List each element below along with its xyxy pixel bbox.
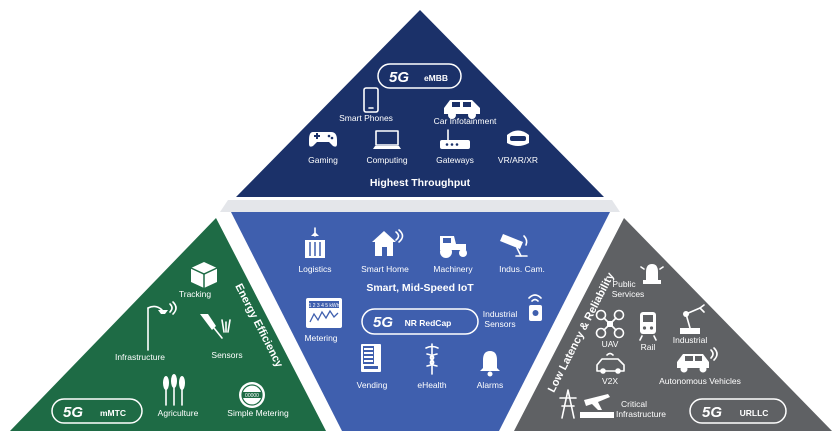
industrial-sensor-icon <box>528 294 542 321</box>
gateways-label: Gateways <box>436 155 474 165</box>
router-icon <box>440 129 470 149</box>
backdrop-shadow <box>220 200 620 212</box>
alarm-bell-icon <box>480 351 500 377</box>
iot-trapezoid <box>231 212 610 431</box>
autonomous-vehicles-label: Autonomous Vehicles <box>659 376 741 386</box>
indus-cam-label: Indus. Cam. <box>499 264 545 274</box>
urllc-badge: 5G URLLC <box>689 398 787 424</box>
logistics-label: Logistics <box>298 264 331 274</box>
nr-redcap-badge-label: NR RedCap <box>405 318 452 328</box>
industrial-sensors-label-1: Industrial <box>483 309 518 319</box>
critical-infrastructure-label-2: Infrastructure <box>616 409 666 419</box>
smart-meter-icon: 1 2 3 4 5 kWh <box>306 298 342 328</box>
embb-caption: Highest Throughput <box>370 177 471 189</box>
car-infotainment-label: Car Infotainment <box>434 116 497 126</box>
infrastructure-label: Infrastructure <box>115 352 165 362</box>
sensors-label: Sensors <box>211 350 242 360</box>
embb-section: 5G eMBB Smart Phones Car Infotainment Ga… <box>236 10 604 197</box>
vr-headset-icon <box>507 130 529 146</box>
gaming-label: Gaming <box>308 155 338 165</box>
alarms-label: Alarms <box>477 380 503 390</box>
siren-icon <box>640 264 664 284</box>
street-light-icon <box>147 301 177 351</box>
laptop-icon <box>373 130 401 149</box>
uav-label: UAV <box>602 339 619 349</box>
gamepad-icon <box>309 132 337 147</box>
computing-label: Computing <box>366 155 407 165</box>
smartphone-icon <box>363 87 379 113</box>
mmtc-badge-5g: 5G <box>63 404 83 421</box>
machinery-label: Machinery <box>433 264 473 274</box>
embb-badge-5g: 5G <box>389 69 409 86</box>
urllc-badge-label: URLLC <box>740 408 769 418</box>
caduceus-icon <box>425 343 439 375</box>
smart-home-label: Smart Home <box>361 264 409 274</box>
mmtc-badge-label: mMTC <box>100 408 126 418</box>
robot-arm-icon <box>680 304 705 334</box>
simple-metering-label: Simple Metering <box>227 408 289 418</box>
mmtc-triangle <box>10 218 326 431</box>
critical-infrastructure-label-1: Critical <box>621 399 647 409</box>
urllc-triangle <box>514 218 832 431</box>
public-services-label-2: Services <box>612 289 645 299</box>
critical-infrastructure-icon <box>559 389 614 419</box>
rail-label: Rail <box>641 342 656 352</box>
iot-section: Logistics Smart Home Machinery Indus. Ca… <box>231 212 610 431</box>
wheat-icon <box>163 374 185 406</box>
embb-triangle <box>236 10 604 197</box>
mmtc-badge: 5G mMTC <box>51 398 143 424</box>
vr-ar-xr-label: VR/AR/XR <box>498 155 538 165</box>
tractor-icon <box>440 236 467 258</box>
soil-sensor-icon <box>200 314 231 339</box>
ehealth-label: eHealth <box>417 380 447 390</box>
industrial-sensors-label-2: Sensors <box>484 319 515 329</box>
round-meter-icon: 00000 <box>239 382 265 408</box>
public-services-label-1: Public <box>612 279 636 289</box>
drone-icon <box>595 309 625 339</box>
train-icon <box>639 312 657 341</box>
vending-machine-icon <box>361 344 381 372</box>
iot-caption: Smart, Mid-Speed IoT <box>366 282 474 294</box>
security-camera-icon <box>500 234 528 257</box>
industrial-label: Industrial <box>673 335 708 345</box>
smart-home-icon <box>372 229 404 256</box>
metering-label: Metering <box>304 333 337 343</box>
v2x-label: V2X <box>602 376 618 386</box>
tracking-label: Tracking <box>179 289 212 299</box>
autonomous-car-icon <box>677 347 718 373</box>
round-meter-display: 00000 <box>245 393 259 399</box>
smart-phones-label: Smart Phones <box>339 113 393 123</box>
package-icon <box>190 262 218 288</box>
v2x-car-icon <box>596 352 625 374</box>
vending-label: Vending <box>357 380 388 390</box>
container-crane-icon <box>305 227 325 258</box>
embb-badge-label: eMBB <box>424 73 448 83</box>
embb-badge: 5G eMBB <box>377 63 462 89</box>
nr-redcap-badge-5g: 5G <box>373 314 393 331</box>
meter-display-text: 1 2 3 4 5 kWh <box>309 303 340 309</box>
nr-redcap-badge: 5G NR RedCap <box>361 308 479 335</box>
agriculture-label: Agriculture <box>158 408 199 418</box>
car-icon <box>444 100 480 119</box>
urllc-badge-5g: 5G <box>702 404 722 421</box>
